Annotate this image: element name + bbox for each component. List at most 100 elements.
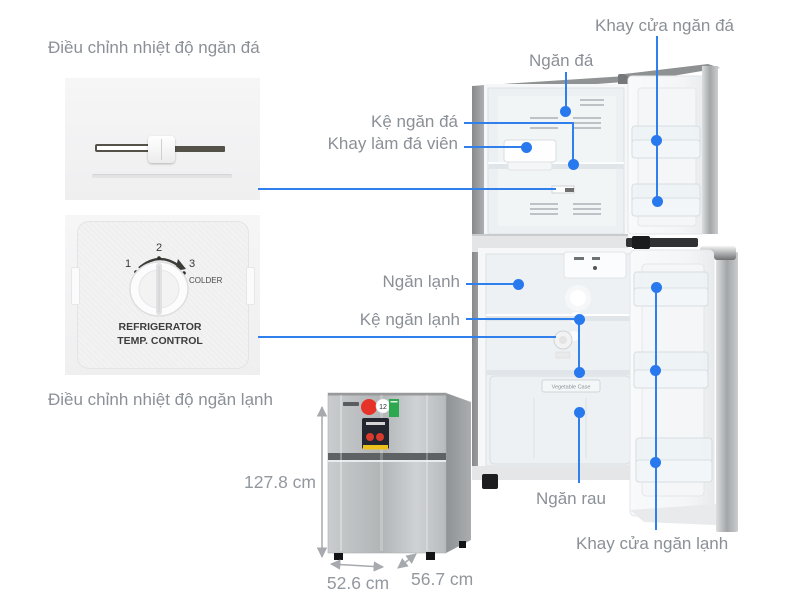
dial-caption-line2: TEMP. CONTROL [117, 335, 203, 347]
callout-line-fridge-temp [258, 336, 556, 338]
cooling-unit-vent2 [592, 257, 600, 260]
fridge-door-tray-3 [635, 437, 713, 483]
label-fridge-shelf: Kệ ngăn lạnh [359, 310, 460, 329]
slider-track-left [95, 144, 155, 152]
label-vegetable-drawer: Ngăn rau [536, 489, 606, 508]
fridge-door-edge [716, 252, 738, 532]
cooling-unit-dot [593, 266, 597, 270]
dial-number-1: 1 [125, 258, 131, 270]
small-fridge-top-edge [328, 393, 446, 396]
dial-panel-notch-left [71, 267, 80, 305]
dial-caption-line1: REFRIGERATOR [118, 321, 201, 333]
dial-panel-notch-right [246, 267, 255, 305]
cooling-unit [563, 251, 627, 279]
main-fridge-illustration: Vegetable Case [472, 64, 738, 532]
small-fridge-gap-highlight [328, 460, 446, 462]
callout-line-freezer [565, 72, 567, 110]
info-sticker [362, 418, 389, 449]
freezer-shelf-highlight [488, 162, 624, 164]
dimension-width-label: 52.6 cm [327, 573, 389, 593]
info-sticker-dot-1 [366, 433, 374, 441]
dial-number-2: 2 [156, 242, 162, 254]
vegetable-case-label: Vegetable Case [552, 385, 591, 391]
callout-line-fridge [466, 283, 516, 285]
red-badge [361, 399, 377, 415]
cabinet-bottom [472, 466, 632, 480]
fridge-temp-knob-inner [559, 336, 567, 344]
fridge-door-tray-2 [633, 351, 709, 389]
label-freezer-shelf: Kệ ngăn đá [371, 112, 458, 131]
brushed-streak-1 [340, 395, 342, 551]
small-fridge-illustration: 12 127.8 cm 52.6 cm 56.7 cm [244, 392, 473, 593]
fridge-shelf-highlight [486, 314, 630, 316]
small-fridge-front [327, 392, 447, 554]
callout-line-fridge-shelf-h [466, 318, 578, 320]
inset-freezer-temp-control [65, 78, 260, 200]
slider-groove [92, 174, 232, 178]
freezer-door-tray-1 [631, 125, 701, 159]
interior-lamp [570, 290, 586, 306]
fridge-door-hinge-cap [714, 246, 736, 260]
callout-dot-fridge-door-tray-2 [649, 364, 661, 376]
small-fridge-door-gap [328, 453, 446, 460]
small-fridge-foot-back [459, 541, 466, 548]
callout-dot-ice-tray [520, 141, 532, 153]
freezer-door-edge [702, 66, 718, 234]
callout-dot-fridge-door-tray-3 [649, 456, 661, 468]
fridge-lower-shelf [486, 370, 630, 375]
label-fridge: Ngăn lạnh [382, 272, 460, 291]
label-ice-cube-tray: Khay làm đá viên [327, 134, 458, 153]
callout-dot-fridge-shelf-2 [573, 366, 585, 378]
energy-label [389, 399, 399, 417]
vegetable-case-label-plate [541, 379, 601, 393]
callout-dot-vegetable-drawer [573, 406, 585, 418]
freezer-door-tray-2 [631, 183, 701, 217]
fridge-door-bottom [630, 504, 738, 526]
label-freezer: Ngăn đá [529, 51, 594, 70]
depth-dimension-arrow [397, 553, 417, 569]
callout-line-ice-tray [464, 146, 524, 148]
dimension-depth-label: 56.7 cm [411, 569, 473, 589]
callout-line-fridge-shelf-v [578, 318, 580, 371]
callout-line-freezer-temp [258, 188, 556, 190]
mid-hinge-block [632, 236, 650, 249]
divider-line [472, 234, 628, 236]
callout-dot-freezer-door-tray-1 [650, 134, 662, 146]
info-sticker-dot-2 [376, 433, 384, 441]
compartment-divider [472, 234, 628, 252]
callout-dot-freezer [559, 105, 571, 117]
slider-track-right [161, 146, 225, 152]
badge-number: 12 [379, 404, 387, 411]
ice-tray-base [507, 161, 553, 171]
callout-dot-fridge-door-tray-1 [650, 281, 662, 293]
label-fridge-temp-adjust: Điều chỉnh nhiệt độ ngăn lạnh [48, 390, 273, 409]
width-dimension-arrow [329, 559, 385, 572]
callout-line-freezer-shelf-v [572, 122, 574, 163]
info-sticker-header [366, 422, 385, 425]
yellow-strip [363, 445, 388, 450]
temp-dial: 1 2 3 COLDER REFRIGERATOR TEMP. CONTROL [117, 242, 223, 347]
slider-knob [148, 136, 175, 163]
dial-number-3: 3 [189, 258, 195, 270]
colder-label: COLDER [189, 276, 223, 285]
callout-dot-freezer-door-tray-2 [651, 195, 663, 207]
dimension-height-label: 127.8 cm [244, 472, 316, 492]
front-left-foot [482, 474, 498, 489]
dial-mark-dot-2 [157, 256, 161, 260]
callout-dot-freezer-shelf [567, 158, 579, 170]
fridge-door-tray-1 [633, 271, 709, 307]
energy-label-bar [390, 401, 398, 403]
label-fridge-door-tray: Khay cửa ngăn lạnh [576, 534, 729, 553]
label-freezer-temp-adjust: Điều chỉnh nhiệt độ ngăn đá [48, 38, 260, 57]
callout-dot-fridge [512, 278, 524, 290]
small-fridge-side [446, 393, 471, 553]
fridge-temp-knob-label [555, 351, 571, 359]
brand-logo [343, 402, 359, 406]
inset-fridge-temp-control: 1 2 3 COLDER REFRIGERATOR TEMP. CONTROL [65, 215, 260, 375]
cooling-unit-vent [574, 257, 584, 260]
callout-line-fridge-door-tray [655, 287, 657, 530]
brushed-streak-2 [380, 395, 383, 551]
label-freezer-door-tray: Khay cửa ngăn đá [595, 16, 734, 35]
freezer-slider-knob [565, 188, 574, 192]
